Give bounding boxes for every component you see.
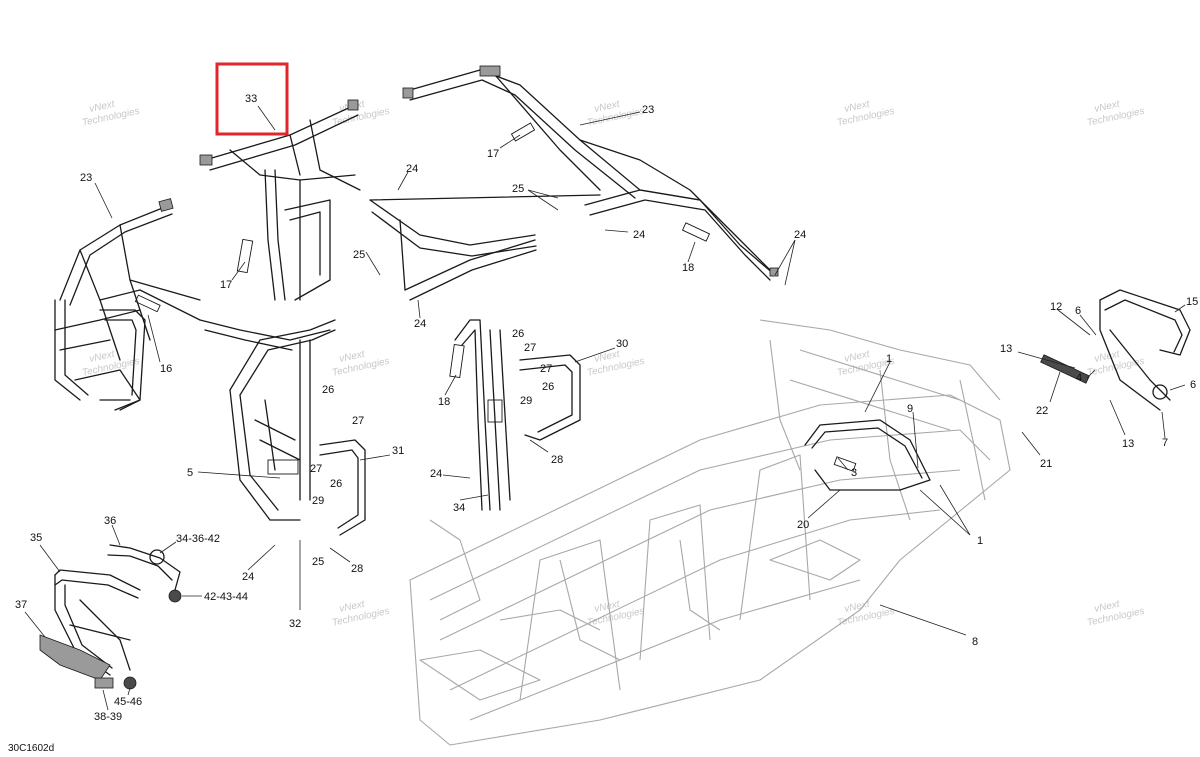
callout-24[interactable]: 24 [430,468,442,480]
watermark-line1: vNext [1093,599,1121,615]
callout-1[interactable]: 1 [977,535,983,547]
callout-13[interactable]: 13 [1122,438,1134,450]
callout-35[interactable]: 35 [30,532,42,544]
callout-25[interactable]: 25 [512,183,524,195]
watermark-line1: vNext [1093,349,1121,365]
callout-16[interactable]: 16 [160,363,172,375]
callout-9[interactable]: 9 [907,403,913,415]
callout-23[interactable]: 23 [80,172,92,184]
main-roll-cage [199,65,779,351]
front-pillars [229,319,511,521]
watermark-line1: vNext [88,349,116,365]
callout-5[interactable]: 5 [187,467,193,479]
callout-24[interactable]: 24 [242,571,254,583]
callout-25[interactable]: 25 [312,556,324,568]
callout-27[interactable]: 27 [310,463,322,475]
callout-8[interactable]: 8 [972,636,978,648]
brackets [134,122,711,379]
callout-26[interactable]: 26 [512,328,524,340]
callout-45-46[interactable]: 45-46 [114,696,142,708]
callout-33[interactable]: 33 [245,93,257,105]
front-cage-23 [54,198,201,411]
callout-24[interactable]: 24 [633,229,645,241]
watermark-line1: vNext [843,349,871,365]
callout-28[interactable]: 28 [351,563,363,575]
callout-36[interactable]: 36 [104,515,116,527]
callout-32[interactable]: 32 [289,618,301,630]
callout-18[interactable]: 18 [438,396,450,408]
callout-27[interactable]: 27 [524,342,536,354]
callout-26[interactable]: 26 [542,381,554,393]
watermark-line1: vNext [338,599,366,615]
watermark-line1: vNext [843,599,871,615]
callout-22[interactable]: 22 [1036,405,1048,417]
watermark-line1: vNext [593,99,621,115]
callout-20[interactable]: 20 [797,519,809,531]
callout-23[interactable]: 23 [642,104,654,116]
side-guard-31 [319,439,366,536]
callout-1[interactable]: 1 [886,353,892,365]
callout-13[interactable]: 13 [1000,343,1012,355]
callout-6[interactable]: 6 [1190,379,1196,391]
callout-24[interactable]: 24 [406,163,418,175]
callout-27[interactable]: 27 [540,363,552,375]
callout-27[interactable]: 27 [352,415,364,427]
side-guard-30 [519,354,581,441]
chassis-frame [409,319,1011,746]
callout-29[interactable]: 29 [520,395,532,407]
callout-30[interactable]: 30 [616,338,628,350]
callout-29[interactable]: 29 [312,495,324,507]
callout-26[interactable]: 26 [330,478,342,490]
watermark-line1: vNext [843,99,871,115]
highlight-box [215,62,289,136]
callout-25[interactable]: 25 [353,249,365,261]
watermark-line1: vNext [338,349,366,365]
callout-17[interactable]: 17 [220,279,232,291]
callout-17[interactable]: 17 [487,148,499,160]
leader-lines [24,105,1186,711]
callout-15[interactable]: 15 [1186,296,1198,308]
callout-3[interactable]: 3 [851,467,857,479]
callout-42-43-44[interactable]: 42-43-44 [204,591,248,603]
callout-12[interactable]: 12 [1050,301,1062,313]
callout-34[interactable]: 34 [453,502,465,514]
callout-38-39[interactable]: 38-39 [94,711,122,723]
guard-16 [99,309,146,411]
callout-28[interactable]: 28 [551,454,563,466]
callout-7[interactable]: 7 [1162,437,1168,449]
lower-kit [39,544,182,690]
callout-31[interactable]: 31 [392,445,404,457]
callout-4[interactable]: 4 [1076,372,1082,384]
watermark-line1: vNext [88,99,116,115]
callout-24[interactable]: 24 [414,318,426,330]
callout-6[interactable]: 6 [1075,305,1081,317]
callout-21[interactable]: 21 [1040,458,1052,470]
callout-37[interactable]: 37 [15,599,27,611]
callout-34-36-42[interactable]: 34-36-42 [176,533,220,545]
callout-18[interactable]: 18 [682,262,694,274]
callout-24[interactable]: 24 [794,229,806,241]
watermark-line1: vNext [1093,99,1121,115]
callouts: 23 23 17 17 24 24 24 24 24 24 25 25 25 1… [15,104,1198,723]
brace-20 [804,419,931,491]
callout-26[interactable]: 26 [322,384,334,396]
diagram-code: 30C1602d [8,743,54,754]
